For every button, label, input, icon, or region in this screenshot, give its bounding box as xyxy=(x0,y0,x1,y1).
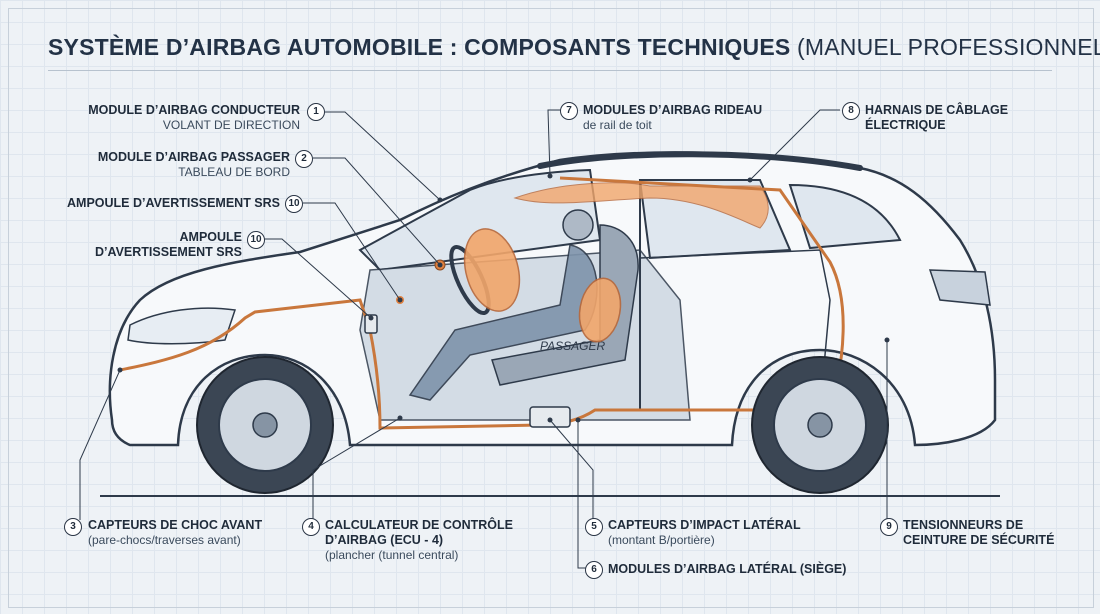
badge-4: 4 xyxy=(302,518,320,536)
callout-front-sensors: CAPTEURS DE CHOC AVANT (pare-chocs/trave… xyxy=(88,518,262,548)
callout-side-impact-sensors: CAPTEURS D’IMPACT LATÉRAL (montant B/por… xyxy=(608,518,801,548)
callout-srs-lamp-2: AMPOULE D’AVERTISSEMENT SRS xyxy=(40,230,242,260)
airbag-ecu xyxy=(530,407,570,427)
callout-driver-airbag: MODULE D’AIRBAG CONDUCTEUR VOLANT DE DIR… xyxy=(60,103,300,133)
callout-curtain-airbag: MODULES D’AIRBAG RIDEAU de rail de toit xyxy=(583,103,762,133)
callout-passenger-airbag: MODULE D’AIRBAG PASSAGER TABLEAU DE BORD xyxy=(50,150,290,180)
badge-3: 3 xyxy=(64,518,82,536)
badge-10b: 10 xyxy=(247,231,265,249)
badge-7: 7 xyxy=(560,102,578,120)
badge-9: 9 xyxy=(880,518,898,536)
occupant-head xyxy=(563,210,593,240)
callout-ecu: CALCULATEUR DE CONTRÔLE D’AIRBAG (ECU - … xyxy=(325,518,513,563)
callout-wiring-harness: HARNAIS DE CÂBLAGE ÉLECTRIQUE xyxy=(865,103,1008,133)
callout-side-airbag: MODULES D’AIRBAG LATÉRAL (SIÈGE) xyxy=(608,562,846,577)
badge-8: 8 xyxy=(842,102,860,120)
rear-wheel xyxy=(752,357,888,493)
badge-6: 6 xyxy=(585,561,603,579)
callout-seatbelt-tensioners: TENSIONNEURS DE CEINTURE DE SÉCURITÉ xyxy=(903,518,1054,548)
badge-10a: 10 xyxy=(285,195,303,213)
badge-5: 5 xyxy=(585,518,603,536)
badge-2: 2 xyxy=(295,150,313,168)
callout-srs-lamp: AMPOULE D’AVERTISSEMENT SRS xyxy=(40,196,280,211)
badge-1: 1 xyxy=(307,103,325,121)
